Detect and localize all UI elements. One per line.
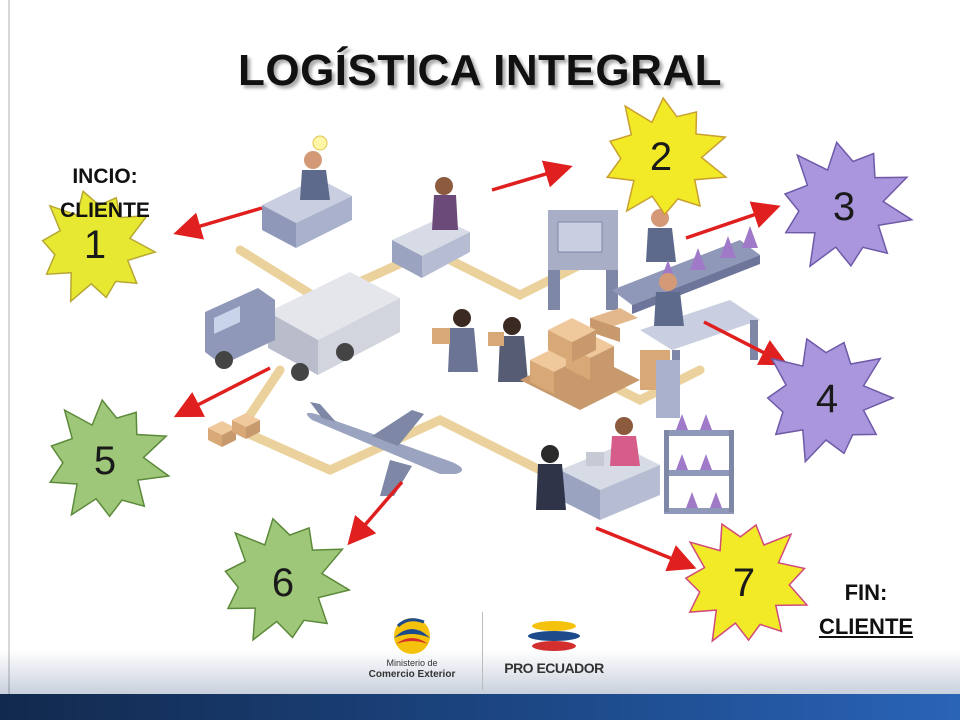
logistics-illustration: [205, 135, 760, 520]
clerk-table: [392, 177, 470, 278]
arrow-to-step-1: [173, 206, 263, 240]
ministry-name-line1: Ministerio de: [386, 658, 438, 668]
footer-bar: [0, 694, 960, 720]
step-number-3: 3: [833, 185, 855, 229]
end-label: FIN: CLIENTE: [806, 576, 926, 644]
start-label-line1: INCIO:: [72, 165, 138, 188]
step-marker-7: 7: [684, 522, 809, 643]
production-machine: [548, 209, 676, 310]
logo-divider: [482, 612, 483, 690]
conveyor-belt: [612, 226, 760, 314]
step-marker-1: 1: [41, 189, 158, 304]
start-label-line2: CLIENTE: [60, 199, 150, 222]
retail-counter: [536, 417, 660, 520]
flow-arrows: [173, 160, 789, 572]
arrow-to-step-5: [173, 366, 271, 418]
start-label: INCIO: CLIENTE: [40, 160, 170, 228]
arrow-to-step-3: [685, 201, 781, 240]
starburst-1: [41, 189, 158, 304]
step-marker-3: 3: [783, 140, 914, 268]
delivery-truck: [205, 272, 400, 381]
step-marker-6: 6: [224, 517, 352, 642]
starburst-6: [224, 517, 352, 642]
starburst-7: [684, 522, 809, 643]
starburst-4: [766, 337, 895, 464]
starburst-2: [605, 96, 728, 216]
starburst-5: [48, 398, 171, 518]
ministry-logo: Ministerio de Comercio Exterior: [352, 612, 472, 692]
ministry-name-line2: Comercio Exterior: [368, 669, 456, 680]
step-marker-4: 4: [766, 337, 895, 464]
footer-shade: [0, 650, 960, 694]
step-number-7: 7: [733, 561, 755, 605]
end-label-line2: CLIENTE: [818, 614, 914, 639]
step-marker-2: 2: [605, 96, 728, 216]
product-shelf: [664, 414, 734, 514]
arrow-to-step-6: [347, 480, 404, 546]
warehouse-workers: [432, 309, 528, 382]
step-number-2: 2: [650, 135, 672, 179]
step-marker-5: 5: [48, 398, 171, 518]
ministry-emblem-icon: [394, 618, 430, 654]
page-title: LOGÍSTICA INTEGRAL: [237, 46, 723, 95]
step-number-6: 6: [272, 561, 294, 605]
step-number-4: 4: [816, 377, 838, 421]
step-number-5: 5: [94, 439, 116, 483]
airplane: [306, 402, 463, 496]
manager-desk: [262, 135, 352, 248]
arrow-to-step-4: [703, 320, 789, 366]
pro-ecuador-name: PRO ECUADOR: [504, 660, 604, 676]
small-boxes: [208, 413, 260, 447]
pro-ecuador-logo: PRO ECUADOR: [494, 612, 614, 692]
slide-left-border: [8, 0, 10, 700]
step-number-1: 1: [84, 223, 106, 267]
box-pallet: [520, 318, 680, 418]
arrow-to-step-2: [491, 160, 573, 192]
pro-ecuador-emblem-icon: [528, 621, 580, 651]
end-label-line1: FIN:: [844, 580, 888, 605]
arrow-to-step-7: [595, 526, 697, 572]
starburst-3: [783, 140, 914, 268]
